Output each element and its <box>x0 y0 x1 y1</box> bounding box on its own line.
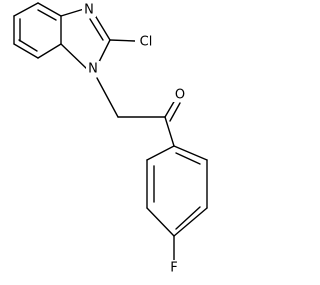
fluorophenyl-ring <box>146 145 208 237</box>
bond <box>96 77 119 118</box>
chlorine-label: Cl <box>140 35 153 50</box>
atom-labels: N N Cl O F <box>82 2 187 276</box>
double-bond-inner <box>89 18 104 41</box>
bond <box>109 39 136 42</box>
benzimidazole-benzene-ring <box>13 2 62 59</box>
bond <box>164 116 175 147</box>
double-bond-inner <box>175 152 201 165</box>
bond <box>173 207 208 237</box>
carbonyl-double-bond <box>164 99 176 118</box>
molecule-structure: N N Cl O F <box>13 2 208 276</box>
n1-nitrogen-label: N <box>88 62 98 77</box>
fluorine-label: F <box>170 261 177 276</box>
bond <box>13 2 39 17</box>
carbonyl-oxygen-label: O <box>175 88 185 103</box>
bond <box>173 145 208 161</box>
bond <box>146 207 175 237</box>
bond <box>98 39 111 63</box>
carbonyl-double-bond <box>169 102 181 122</box>
chloro-substituent <box>109 39 136 42</box>
double-bond-inner <box>18 39 38 52</box>
bond <box>60 43 88 70</box>
bond <box>37 43 62 59</box>
bond <box>37 2 62 17</box>
ethanone-linker <box>96 77 181 147</box>
bond <box>13 43 39 59</box>
double-bond-inner <box>175 206 201 230</box>
imidazole-nitrogen-label: N <box>84 3 94 18</box>
double-bond-inner <box>37 9 57 21</box>
bond <box>60 8 85 17</box>
imidazole-ring <box>60 8 111 70</box>
bond <box>146 145 175 161</box>
